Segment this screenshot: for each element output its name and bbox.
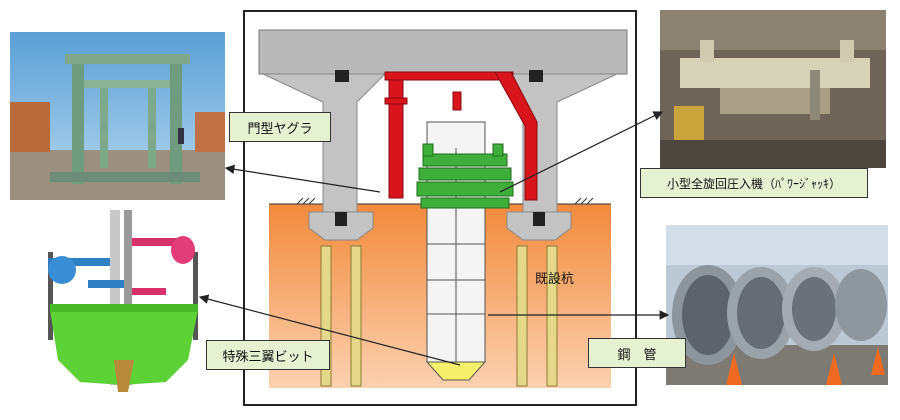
bridge-deck xyxy=(258,29,628,75)
rotary-press-photo xyxy=(660,10,886,168)
steel-pipe-label: 鋼 管 xyxy=(588,338,686,368)
existing-pile-label: 既設杭 xyxy=(535,272,575,287)
steel-pipe-photo xyxy=(666,225,888,385)
green-rotary-press xyxy=(416,143,514,209)
special-bit-label: 特殊三翼ビット xyxy=(206,340,330,370)
special-bit-photo xyxy=(38,210,208,400)
bit-tip xyxy=(425,361,487,381)
ground-hatch xyxy=(296,197,594,205)
left-pier xyxy=(262,73,387,213)
portal-frame-photo xyxy=(10,32,225,200)
portal-frame-label: 門型ヤグラ xyxy=(229,112,331,142)
rotary-press-label: 小型全旋回圧入機（ﾊﾟﾜｰｼﾞｬｯｷ） xyxy=(640,168,868,198)
